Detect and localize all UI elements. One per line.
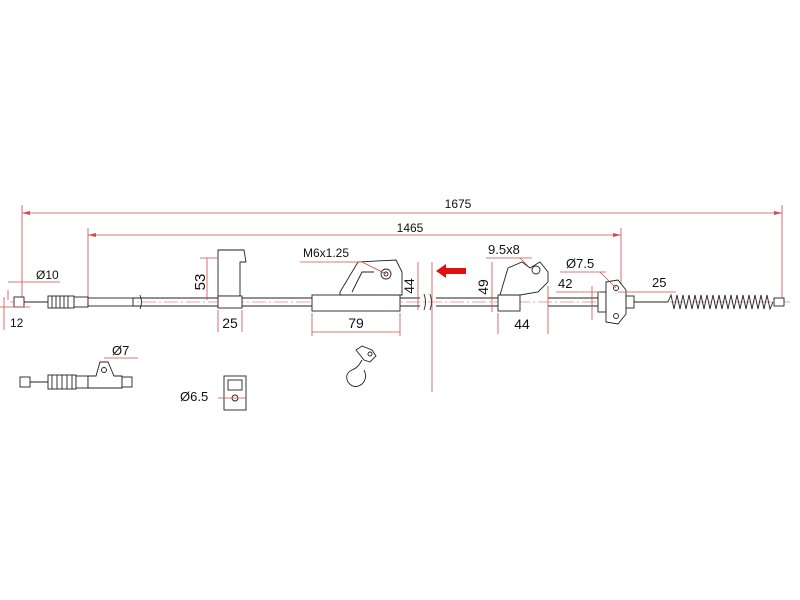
left-end-fitting	[13, 295, 134, 309]
end-offset-label: 12	[10, 316, 24, 330]
dimension-bracket1-height: 53	[192, 257, 218, 300]
dimension-bracket3-width: 44	[497, 286, 549, 334]
alt-end-diameter-label: Ø7	[112, 343, 129, 358]
flange-dim-label: 42	[558, 276, 572, 291]
bracket2-length-label: 79	[348, 315, 364, 331]
return-spring	[667, 293, 785, 311]
left-boot-ribs	[51, 296, 69, 308]
dimension-total-length: 1675	[21, 197, 783, 300]
slot-spec-label: 9.5x8	[488, 242, 520, 257]
mounting-clip	[223, 375, 247, 411]
arrow-left-icon	[436, 264, 466, 278]
sheath-break-left	[139, 294, 142, 310]
clip-hole-label: Ø6.5	[180, 389, 208, 404]
dimension-bracket2-length: 79	[311, 313, 401, 336]
dimension-alt-end: Ø7	[104, 343, 138, 359]
bracket-1	[217, 249, 247, 309]
dimension-end-offset: 12	[0, 297, 30, 330]
bracket1-height-label: 53	[192, 274, 209, 291]
bracket1-width-label: 25	[222, 315, 238, 331]
dimension-slot: 9.5x8	[486, 242, 532, 267]
alt-end-fitting	[19, 361, 133, 390]
dimension-spring: 25	[618, 275, 676, 293]
dimension-thread: M6x1.25	[300, 246, 387, 275]
bracket3-height-label: 49	[475, 279, 491, 295]
dimension-clip-hole: Ø6.5	[180, 389, 246, 404]
dimension-bracket1-width: 25	[217, 310, 243, 332]
right-flange	[597, 279, 635, 325]
bracket-3	[497, 261, 549, 312]
total-length-label: 1675	[445, 197, 472, 211]
dimension-end-diameter: Ø10	[7, 268, 60, 300]
bracket-2	[311, 259, 403, 312]
dimension-bracket2-height: 44	[401, 262, 419, 310]
spring-clip	[346, 345, 377, 387]
bracket2-height-label: 44	[401, 278, 417, 294]
dimension-sheath-length: 1465	[87, 221, 622, 300]
thread-spec-label: M6x1.25	[303, 246, 349, 260]
end-diameter-label: Ø10	[36, 268, 59, 282]
flange-hole-label: Ø7.5	[566, 256, 594, 271]
sheath-length-label: 1465	[397, 221, 424, 235]
bracket3-width-label: 44	[514, 316, 530, 332]
spring-dim-label: 25	[652, 275, 666, 290]
dimension-flange: 42	[556, 276, 600, 320]
cable-break-marks	[423, 293, 432, 311]
dimension-flange-hole: Ø7.5	[560, 256, 617, 289]
dimension-bracket3-height: 49	[475, 262, 493, 312]
